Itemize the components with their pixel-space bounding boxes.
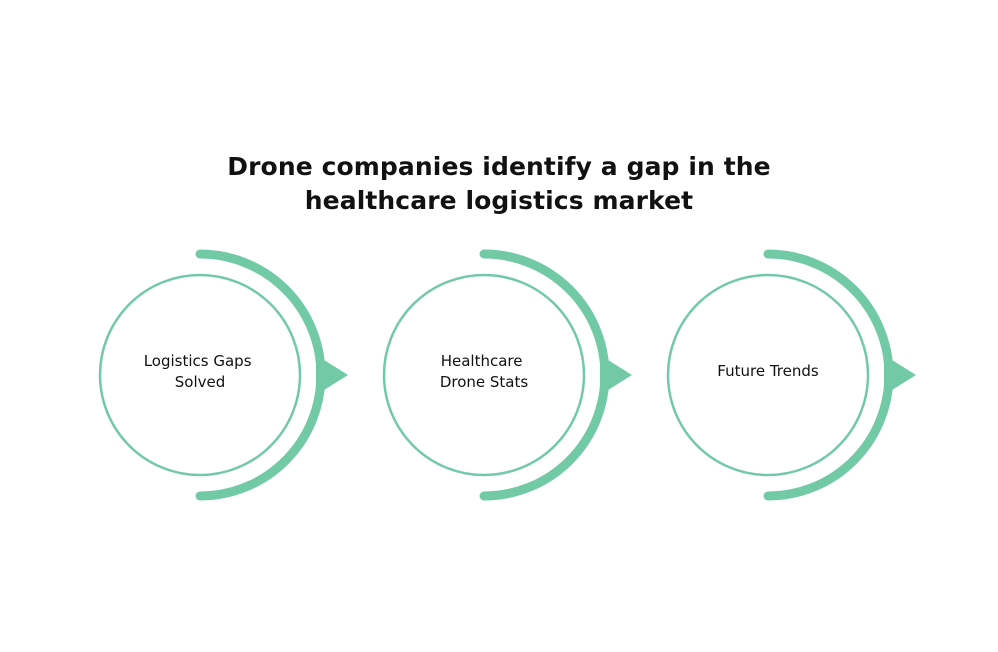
arrow-right-icon [600,355,632,395]
svg-text:Future Trends: Future Trends [717,362,819,380]
node-future-trends: Future Trends [666,249,916,501]
svg-text:Logistics Gaps Solved: Logistics Gaps Solved [144,352,257,391]
node-inner-circle [98,273,302,477]
title-line-1: Drone companies identify a gap in the [227,152,771,181]
node-inner-circle [666,273,870,477]
node-label-line: Drone Stats [440,373,529,391]
node-logistics-gaps: Logistics Gaps Solved [98,249,348,501]
svg-text:Healthcare Drone Stats: Healthcare Drone Stats [440,352,529,391]
node-label-line: Logistics Gaps [144,352,252,370]
arrow-right-icon [316,355,348,395]
node-label-line: Healthcare [441,352,523,370]
title-line-2: healthcare logistics market [304,186,694,215]
node-inner-circle [382,273,586,477]
arrow-right-icon [884,355,916,395]
diagram-title: Drone companies identify a gap in the he… [0,150,998,218]
node-healthcare-drone-stats: Healthcare Drone Stats [382,249,632,501]
node-label-line: Future Trends [717,362,819,380]
node-label-line: Solved [175,373,226,391]
